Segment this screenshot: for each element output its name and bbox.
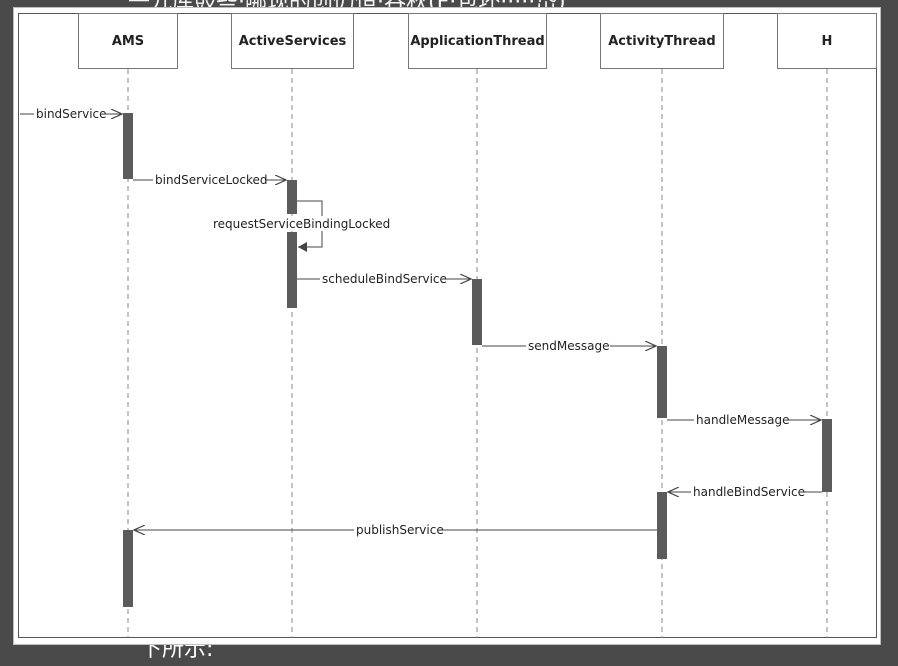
- message-bindservice-label: bindService: [36, 107, 107, 121]
- lifeline-h: H: [777, 13, 877, 69]
- lifeline-activeservices: ActiveServices: [231, 13, 354, 69]
- message-publishservice-label: publishService: [356, 523, 444, 537]
- message-requestservicebindinglocked-label: requestServiceBindingLocked: [213, 217, 390, 231]
- activation-ams-1: [123, 113, 133, 179]
- activation-activitythread-1: [657, 346, 667, 418]
- activation-activeservices-2: [287, 232, 297, 308]
- diagram-frame: [13, 7, 881, 645]
- message-schedulebindservice-label: scheduleBindService: [322, 272, 447, 286]
- message-handlebindservice-label: handleBindService: [693, 485, 805, 499]
- lifeline-applicationthread: ApplicationThread: [408, 13, 547, 69]
- lifeline-ams: AMS: [78, 13, 178, 69]
- lifeline-activitythread: ActivityThread: [600, 13, 724, 69]
- message-bindservicelocked-label: bindServiceLocked: [155, 173, 267, 187]
- activation-ams-2: [123, 530, 133, 607]
- activation-activitythread-2: [657, 492, 667, 559]
- message-handlemessage-label: handleMessage: [696, 413, 790, 427]
- message-sendmessage-label: sendMessage: [528, 339, 609, 353]
- activation-applicationthread: [472, 279, 482, 345]
- activation-activeservices-1: [287, 180, 297, 214]
- activation-h: [822, 419, 832, 492]
